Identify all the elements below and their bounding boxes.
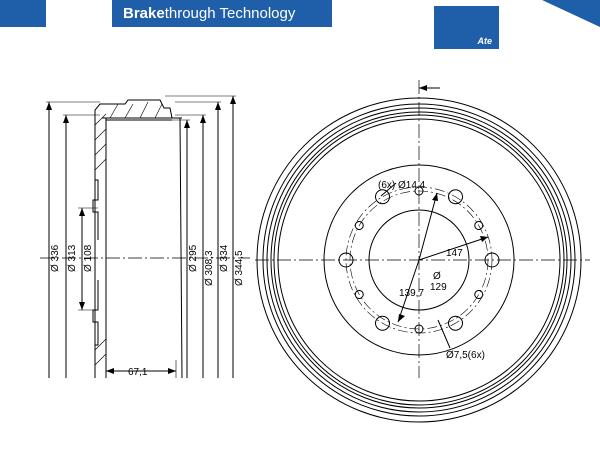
side-section-view [40,95,250,379]
label-small-holes: Ø7,5(6x) [446,350,485,361]
brand-title: Brakethrough Technology [123,5,295,22]
small-hole [474,290,484,299]
small-hole [354,221,364,230]
dim-label-height: 67,1 [128,367,148,378]
small-hole [474,221,484,230]
label-dia-129: 129 [430,282,447,293]
dim-label-334: Ø 334 [219,244,230,272]
bolt-hole [448,315,463,331]
brand-title-rest: through Technology [164,5,296,22]
brand-title-bold: Brake [123,5,165,22]
bolt-hole [484,252,500,268]
label-pcd-147: 147 [446,248,463,259]
leader-small-holes [437,319,451,349]
small-holes [354,186,484,334]
label-bolt-holes: (6x) Ø14,4 [378,180,426,191]
dim-line-129 [397,259,420,323]
bolt-hole [375,189,390,205]
dim-label-295: Ø 295 [188,244,199,272]
label-dia-symbol: Ø [433,271,441,282]
dim-line-139 [418,192,438,261]
flange-detail-upper [92,179,99,240]
dim-label-308: Ø 308,3 [204,250,215,286]
front-view [255,80,590,423]
brand-banner [112,0,332,27]
label-pcd-139: 139,7 [399,288,424,299]
small-hole [354,290,364,299]
large-bolt-holes [338,189,500,331]
ate-logo: Ate [434,6,499,49]
small-hole [414,324,424,334]
dim-label-336: Ø 336 [50,244,61,272]
section-hatching [94,101,163,366]
bolt-hole [448,189,463,205]
ate-logo-text: Ate [477,36,492,46]
bolt-hole [338,252,354,268]
small-hole [414,186,424,196]
dim-label-108: Ø 108 [83,244,94,272]
header-left-bar [0,0,46,27]
dim-line-147 [418,236,489,261]
dim-label-344: Ø 344,5 [234,250,245,286]
bolt-hole [375,315,390,331]
leader-bolt-holes [380,182,397,197]
dim-label-313: Ø 313 [67,244,78,272]
drum-profile-outline [94,99,183,379]
